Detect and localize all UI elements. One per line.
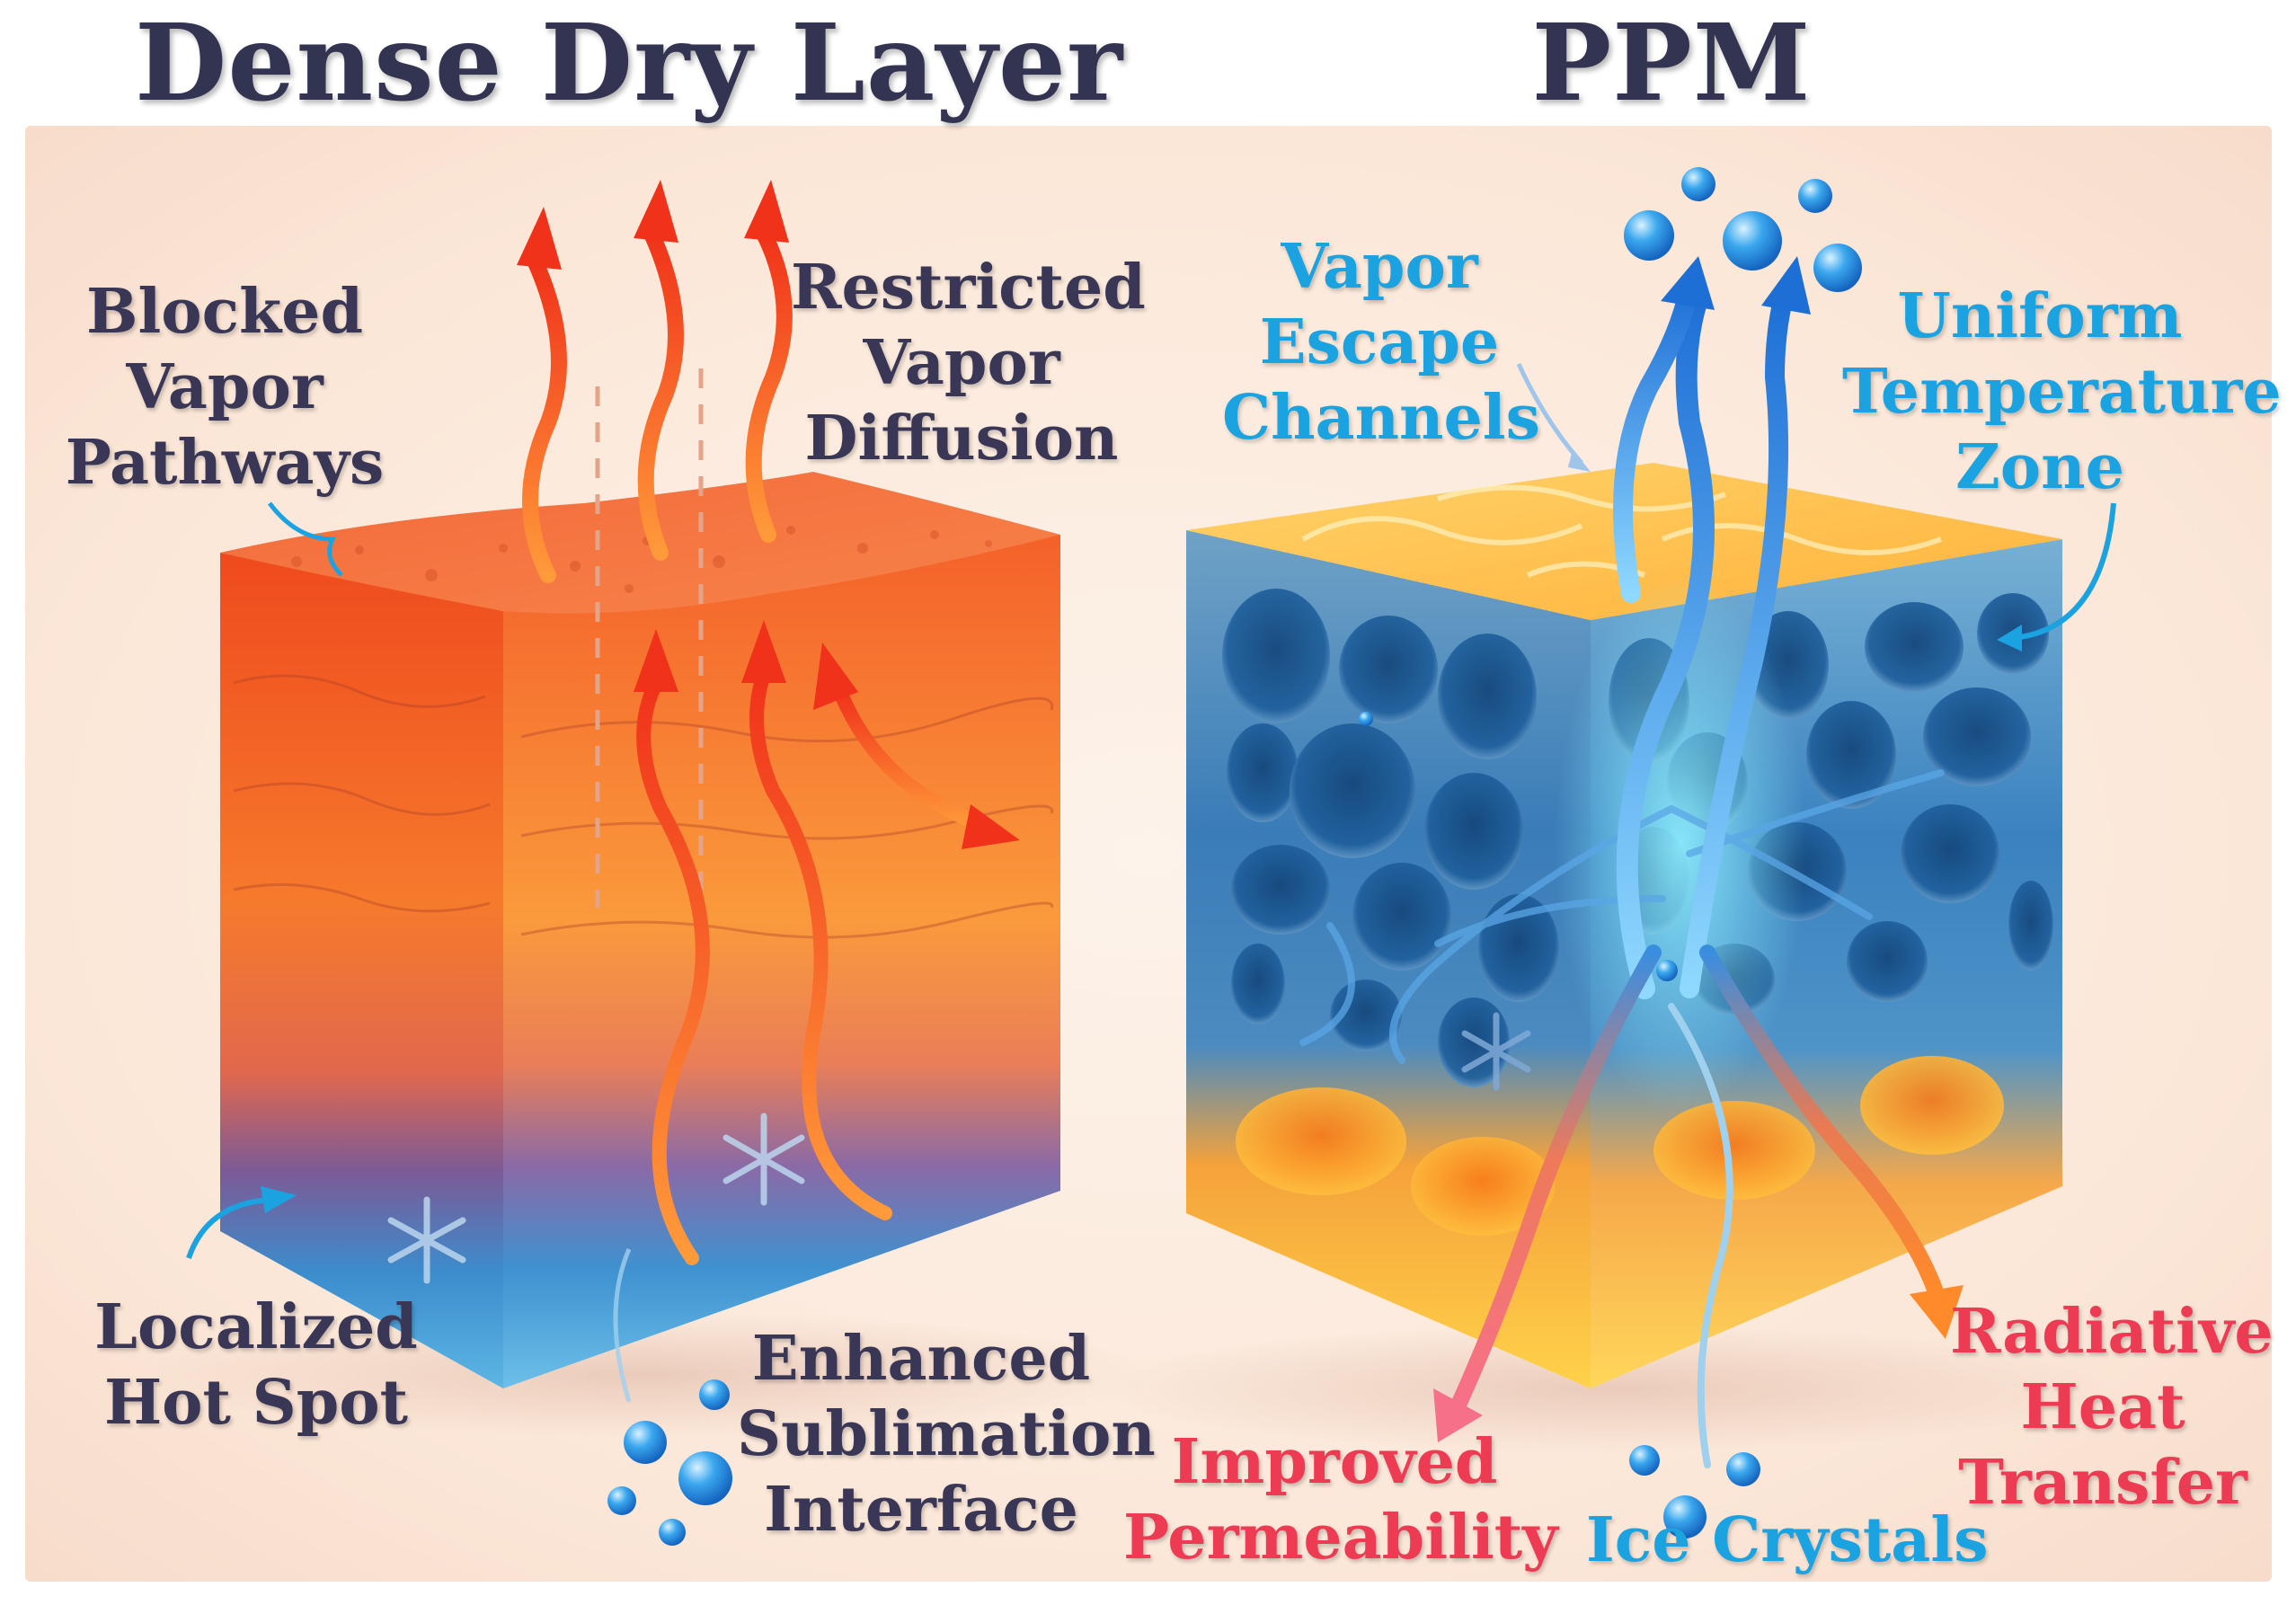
label-ice-crystals: Ice Crystals (1586, 1504, 1989, 1576)
left-cube-side-face (503, 535, 1060, 1388)
left-bubbles (607, 1379, 732, 1546)
left-arrow-head-2 (634, 180, 678, 243)
left-arrow-head-1 (517, 207, 562, 270)
right-vapor-channels (1616, 286, 1715, 999)
callout-uniform (2012, 502, 2116, 641)
heading-dense-dry-layer: Dense Dry Layer (135, 0, 1124, 125)
left-internal-arrows (636, 667, 996, 1265)
heading-ppm: PPM (1531, 0, 1812, 125)
arrow-permeability (1448, 944, 1662, 1419)
left-cube-shadow (144, 1312, 1150, 1438)
arrow-ice (1668, 1003, 1733, 1468)
left-vapor-arrows-top (522, 226, 793, 583)
channel-left (1613, 278, 1699, 603)
left-cube (220, 368, 1060, 1388)
left-cube-front-face (220, 553, 503, 1388)
arrow-radiative (1699, 944, 1945, 1302)
left-cube-top-face (220, 472, 1060, 614)
callout-blocked (268, 501, 343, 577)
left-arrow-head-3 (744, 180, 789, 243)
right-bottom-bubbles (1629, 1445, 1760, 1538)
right-top-bubbles (1624, 167, 1862, 292)
callout-hotspot (186, 1197, 270, 1259)
right-cube-shadow (1105, 1326, 2112, 1451)
right-cube (1186, 463, 2062, 1388)
channel-right (1680, 287, 1794, 998)
